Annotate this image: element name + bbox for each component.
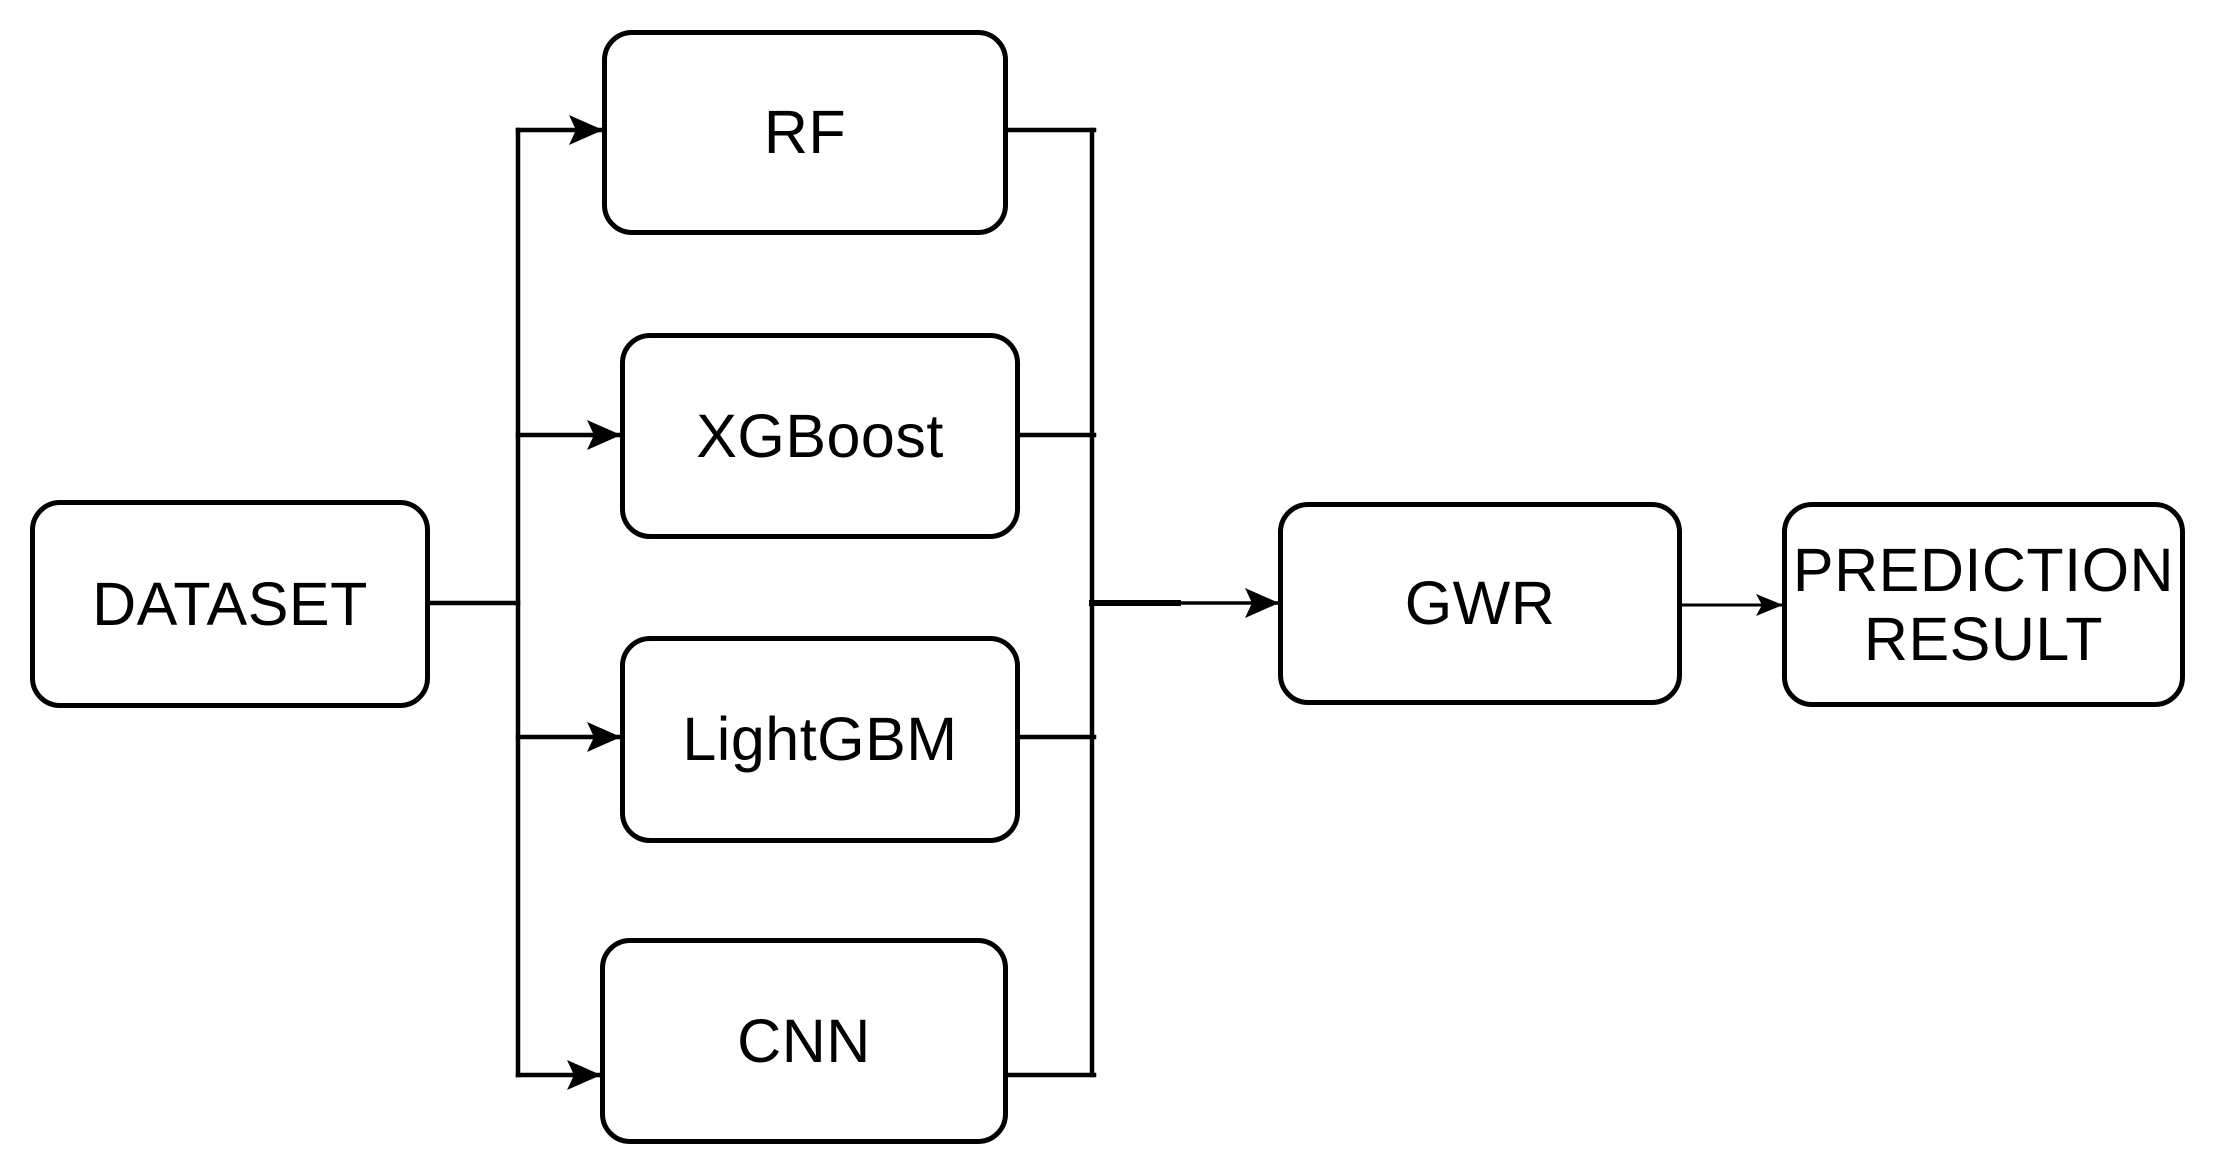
node-gwr-label: GWR — [1404, 569, 1556, 638]
node-prediction-result-label: PREDICTION RESULT — [1792, 536, 2175, 673]
node-cnn-label: CNN — [737, 1006, 871, 1075]
node-rf-label: RF — [763, 98, 847, 167]
node-lightgbm-label: LightGBM — [682, 705, 958, 774]
node-rf: RF — [602, 30, 1008, 235]
node-cnn: CNN — [600, 938, 1008, 1144]
node-xgboost: XGBoost — [620, 333, 1020, 539]
node-lightgbm: LightGBM — [620, 636, 1020, 843]
node-dataset: DATASET — [30, 500, 430, 708]
node-prediction-result: PREDICTION RESULT — [1782, 502, 2185, 707]
node-dataset-label: DATASET — [92, 569, 368, 638]
node-xgboost-label: XGBoost — [696, 401, 944, 470]
node-gwr: GWR — [1278, 502, 1682, 705]
